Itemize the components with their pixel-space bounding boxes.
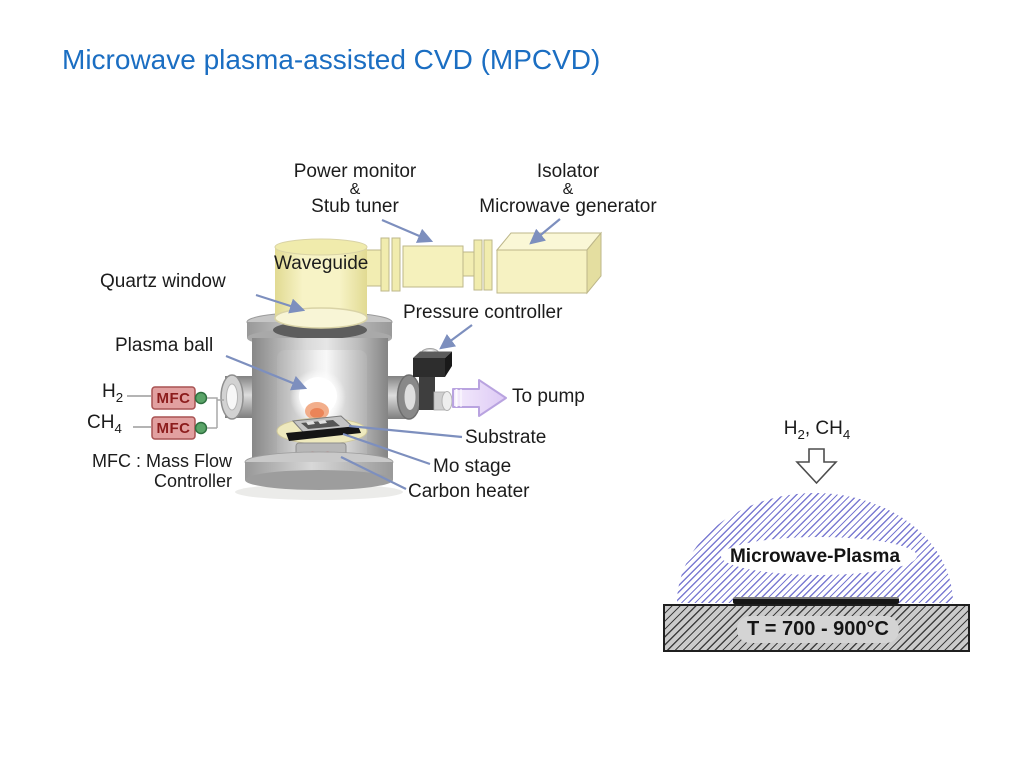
mfc-box-text: MFC — [156, 420, 191, 437]
temperature-label: T = 700 - 900°C — [737, 616, 899, 643]
page-title: Microwave plasma-assisted CVD (MPCVD) — [62, 44, 601, 75]
schematic-substrate-bar — [733, 597, 899, 604]
mfc-box-text: MFC — [156, 390, 191, 407]
arrow-to-plasma-ball — [225, 354, 308, 391]
pressure-controller-valve — [413, 348, 453, 411]
carbon-heater-label: Carbon heater — [408, 481, 530, 502]
leader-substrate — [348, 424, 463, 439]
gas-delivery — [127, 386, 224, 440]
down-arrow-icon — [795, 448, 838, 485]
plasma-ball-label: Plasma ball — [115, 335, 214, 356]
gas-h2-label: H2 — [102, 381, 124, 405]
microwave-plasma-label: Microwave-Plasma — [729, 546, 901, 567]
mo-stage-label: Mo stage — [433, 456, 512, 477]
left-port — [220, 374, 255, 420]
waveguide-label: Waveguide — [274, 253, 369, 274]
heated-stage: T = 700 - 900°C — [663, 604, 970, 652]
to-pump-label: To pump — [512, 386, 585, 407]
quartz-window-face — [274, 307, 368, 329]
quartz-window-label: Quartz window — [100, 271, 226, 292]
stub-tuner-box — [402, 245, 464, 288]
waveguide-assembly — [361, 231, 603, 295]
label-pointer-arrows — [225, 218, 561, 490]
leader-mo-stage — [342, 432, 431, 466]
microwave-generator-box — [495, 232, 603, 251]
arrow-to-stub-tuner — [381, 218, 434, 243]
chamber-bottom-flange — [244, 451, 394, 490]
pressure-controller-label: Pressure controller — [403, 302, 563, 323]
to-pump-arrow-icon — [452, 379, 507, 417]
gas-ch4-label: CH4 — [87, 412, 122, 436]
power-monitor-label: Power monitor & Stub tuner — [293, 161, 417, 217]
valve-icon — [194, 391, 208, 405]
isolator-label: Isolator & Microwave generator — [479, 161, 657, 217]
valve-icon — [194, 421, 208, 435]
arrow-to-generator — [529, 218, 561, 245]
substrate-bar — [286, 426, 361, 441]
plasma-label-backdrop — [721, 537, 917, 575]
arrow-to-quartz-window — [255, 293, 306, 314]
schematic-gas-label: H2, CH4 — [783, 418, 851, 442]
mfc-legend: MFC : Mass Flow Controller — [92, 451, 233, 491]
arrow-to-pressure-controller — [439, 324, 473, 350]
substrate-label: Substrate — [465, 427, 547, 448]
leader-carbon-heater — [340, 456, 407, 490]
